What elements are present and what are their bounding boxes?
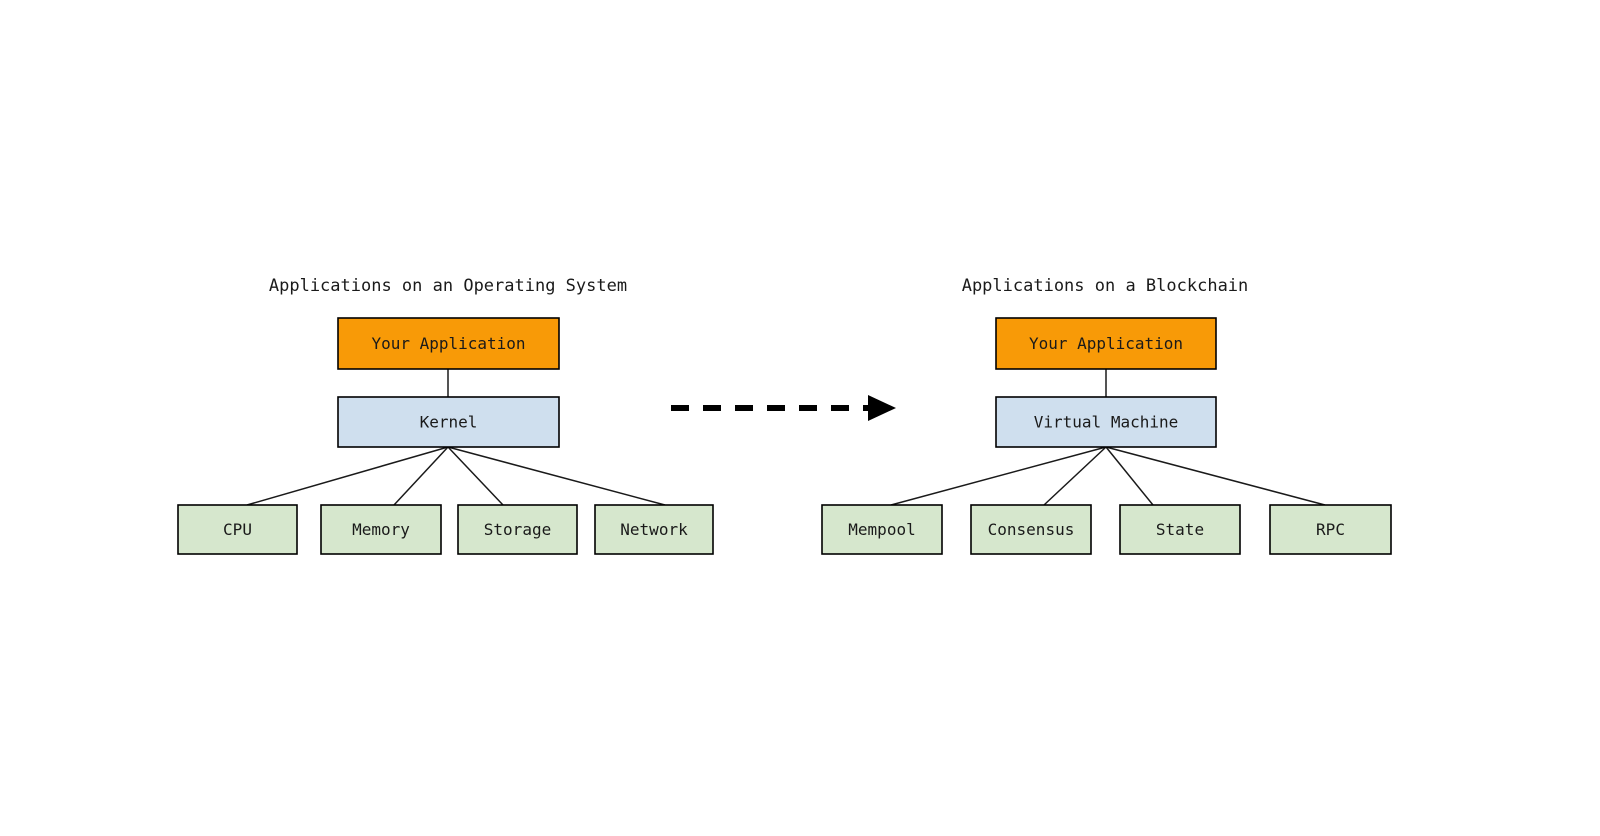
node-bc-virtual-machine[interactable]: Virtual Machine bbox=[995, 396, 1217, 448]
node-label-bc-mempool: Mempool bbox=[848, 520, 915, 539]
node-os-network[interactable]: Network bbox=[594, 504, 714, 555]
node-box-bc-virtual-machine bbox=[995, 396, 1217, 448]
node-os-kernel[interactable]: Kernel bbox=[337, 396, 560, 448]
connector-os-kernel-to-network bbox=[447, 446, 666, 506]
node-label-os-storage: Storage bbox=[484, 520, 551, 539]
node-label-os-network: Network bbox=[620, 520, 688, 539]
node-label-bc-rpc: RPC bbox=[1316, 520, 1345, 539]
node-label-os-application: Your Application bbox=[371, 334, 525, 353]
node-label-os-memory: Memory bbox=[352, 520, 410, 539]
node-box-bc-rpc bbox=[1269, 504, 1392, 555]
node-box-os-kernel bbox=[337, 396, 560, 448]
node-box-os-network bbox=[594, 504, 714, 555]
node-bc-state[interactable]: State bbox=[1119, 504, 1241, 555]
node-box-os-application bbox=[337, 317, 560, 370]
node-label-os-cpu: CPU bbox=[223, 520, 252, 539]
node-os-application[interactable]: Your Application bbox=[337, 317, 560, 370]
connector-os-kernel-to-memory bbox=[393, 446, 449, 506]
node-label-bc-application: Your Application bbox=[1029, 334, 1183, 353]
node-bc-rpc[interactable]: RPC bbox=[1269, 504, 1392, 555]
node-label-bc-consensus: Consensus bbox=[988, 520, 1075, 539]
node-box-bc-mempool bbox=[821, 504, 943, 555]
node-label-bc-virtual-machine: Virtual Machine bbox=[1034, 413, 1179, 432]
node-bc-mempool[interactable]: Mempool bbox=[821, 504, 943, 555]
connector-os-kernel-to-cpu bbox=[246, 446, 449, 506]
node-box-bc-consensus bbox=[970, 504, 1092, 555]
connector-bc-vm-to-rpc bbox=[1105, 446, 1326, 506]
titles-layer: Applications on an Operating System Appli… bbox=[269, 276, 1248, 296]
connector-os-kernel-to-storage bbox=[447, 446, 504, 506]
node-os-cpu[interactable]: CPU bbox=[177, 504, 298, 555]
node-os-storage[interactable]: Storage bbox=[457, 504, 578, 555]
transition-arrow-head bbox=[868, 395, 896, 421]
panel-title-blockchain: Applications on a Blockchain bbox=[962, 276, 1249, 296]
edges-layer bbox=[246, 369, 1326, 506]
panel-title-operating-system: Applications on an Operating System bbox=[269, 276, 627, 296]
node-box-bc-state bbox=[1119, 504, 1241, 555]
node-label-bc-state: State bbox=[1156, 520, 1204, 539]
node-box-os-storage bbox=[457, 504, 578, 555]
node-label-os-kernel: Kernel bbox=[420, 413, 478, 432]
node-box-os-memory bbox=[320, 504, 442, 555]
connector-bc-vm-to-state bbox=[1105, 446, 1154, 506]
connector-bc-vm-to-consensus bbox=[1043, 446, 1107, 506]
connector-bc-vm-to-mempool bbox=[890, 446, 1107, 506]
node-os-memory[interactable]: Memory bbox=[320, 504, 442, 555]
node-box-os-cpu bbox=[177, 504, 298, 555]
transition-arrow-group bbox=[671, 395, 896, 421]
node-bc-consensus[interactable]: Consensus bbox=[970, 504, 1092, 555]
node-box-bc-application bbox=[995, 317, 1217, 370]
node-bc-application[interactable]: Your Application bbox=[995, 317, 1217, 370]
